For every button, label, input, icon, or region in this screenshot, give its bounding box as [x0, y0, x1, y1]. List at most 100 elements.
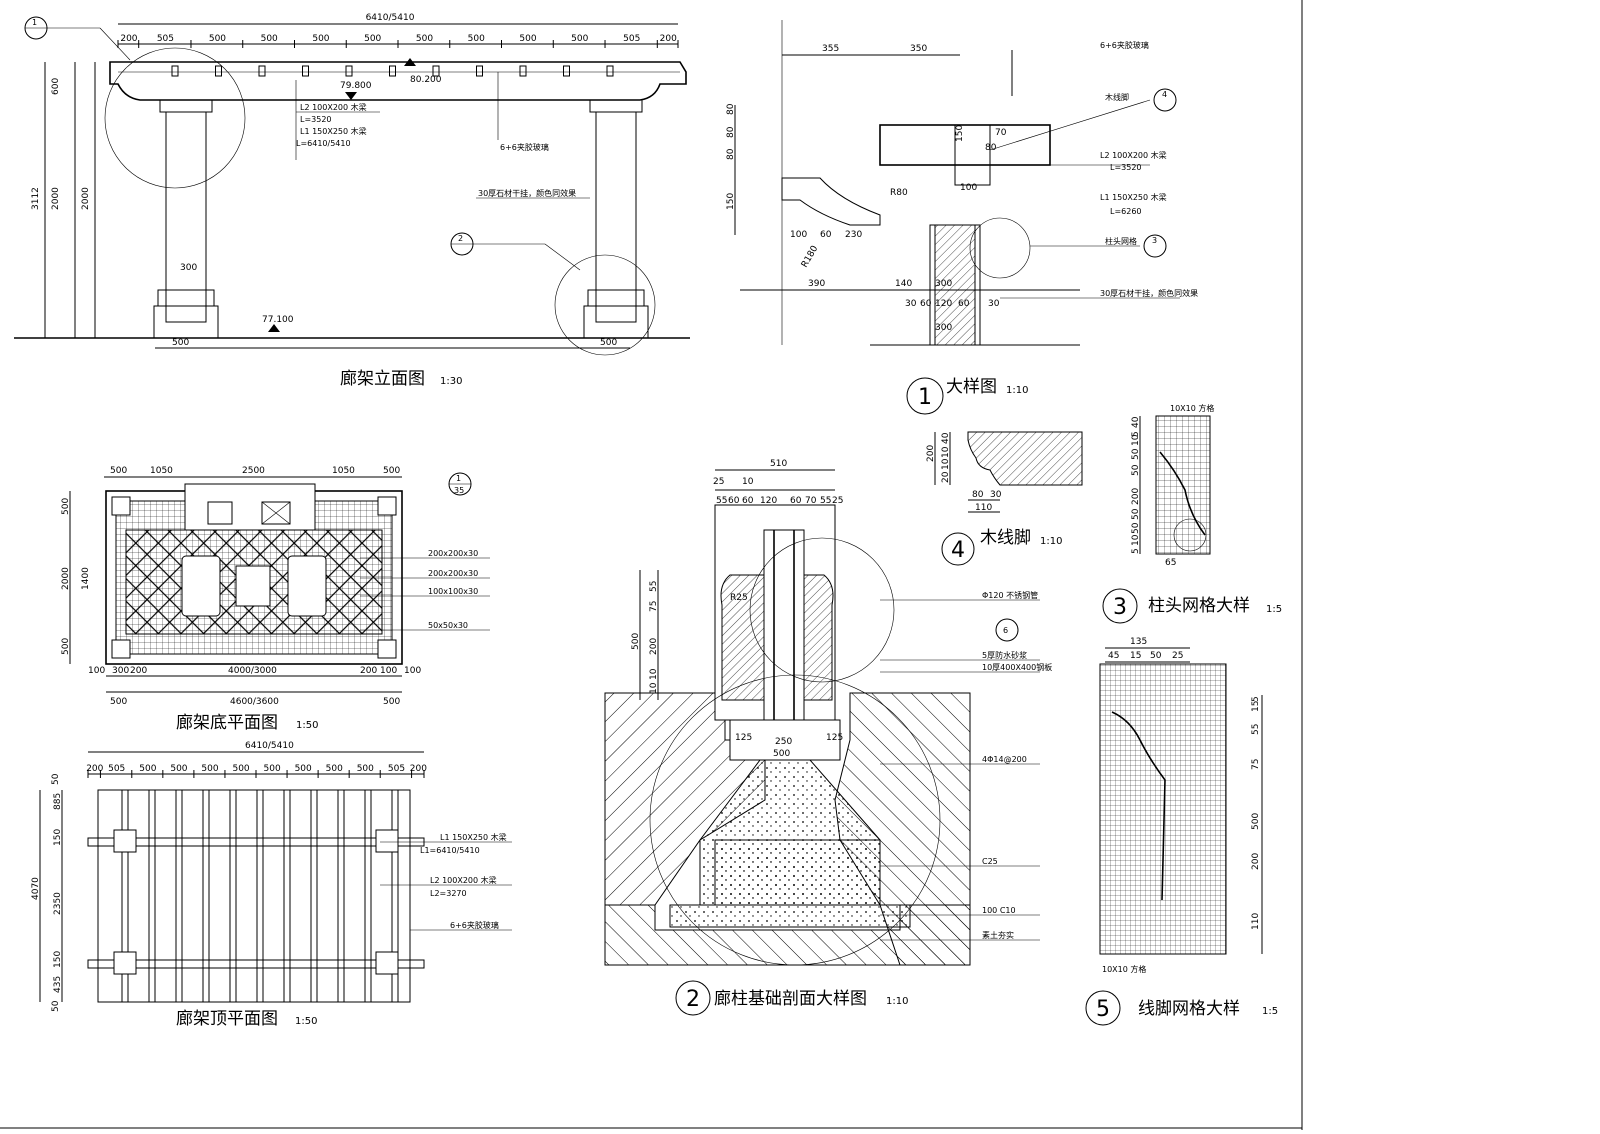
level-beam: 79.800: [340, 81, 372, 91]
plan-top-top-dim: 500: [170, 764, 187, 774]
section2-left-55: 55: [649, 581, 659, 592]
detail3-number: 3: [1113, 595, 1127, 620]
column-width-dim: 300: [180, 263, 197, 273]
plan-callout-num: 1: [456, 474, 461, 483]
detail3-bottom: 65: [1165, 558, 1176, 568]
detail1-scale: 1:10: [1006, 385, 1028, 396]
plan-callout-sub: 35: [454, 486, 464, 495]
detail3-dim: 50: [1131, 508, 1141, 520]
note-l1-len: L=6410/5410: [296, 139, 351, 148]
detail3-dim: 40: [1131, 416, 1141, 428]
detail3-grid-label: 10X10 方格: [1170, 403, 1214, 413]
detail5-right-dim: 55: [1251, 724, 1261, 735]
purlin-block: [563, 65, 570, 77]
section2-callout-6: 6: [1003, 626, 1008, 635]
plan-bottom-dim: 100: [380, 666, 397, 676]
plan-top-left-50: 50: [51, 773, 61, 785]
detail5-title: 线脚网格大样: [1138, 999, 1240, 1019]
elevation-top-dim: 505: [157, 34, 174, 44]
detail3-dim: 10: [1131, 434, 1141, 446]
detail3-dim: 10: [1131, 534, 1141, 546]
detail4-bottom-80: 80: [972, 490, 984, 500]
detail5-grid-label: 10X10 方格: [1102, 964, 1146, 974]
purlin-block: [432, 65, 440, 77]
plan-top-left-2350: 2350: [53, 892, 63, 915]
detail4-number: 4: [951, 538, 965, 563]
section2-sub-dim: 60: [742, 496, 754, 506]
detail1-drawing: 355 350 6+6夹胶玻璃 150 100 70 80 R80 R180 8…: [726, 20, 1198, 346]
purlin-block: [345, 65, 353, 77]
note-l2-len: L=3520: [300, 115, 332, 124]
elevation-top-dim: 500: [209, 34, 226, 44]
section2-notes: Φ120 不锈钢管5厚防水砂浆10厚400X400钢板4Φ14@200C2510…: [880, 590, 1052, 941]
rafter: [256, 789, 264, 1003]
detail3-dim: 50: [1131, 448, 1141, 460]
purlin-block: [215, 65, 222, 77]
rafter: [229, 789, 237, 1003]
detail1-note-wood: 木线脚: [1105, 92, 1129, 102]
detail1-bottom-dim: 60: [820, 230, 832, 240]
plan-bottom-top-dim: 500: [110, 466, 127, 476]
detail3-dim: 50: [1131, 464, 1141, 476]
elevation-top-dim: 500: [261, 34, 278, 44]
plan-bottom-top-dim: 1050: [332, 466, 355, 476]
detail4-left-20: 20: [941, 471, 951, 483]
detail1-r180: R180: [800, 244, 821, 270]
purlin-block: [476, 65, 483, 77]
detail5-scale: 1:5: [1262, 1006, 1278, 1017]
elevation-top-dim: 500: [519, 34, 536, 44]
plan-top-top-dim: 505: [108, 764, 125, 774]
detail4-bottom-110: 110: [975, 503, 992, 513]
section2-scale: 1:10: [886, 996, 908, 1007]
purlin-block: [258, 65, 266, 77]
detail1-bottom-dim: 30: [905, 299, 917, 309]
section2-left-10b: 10: [649, 682, 659, 694]
plan-bottom-scale: 1:50: [296, 720, 318, 731]
purlin-block: [389, 65, 396, 77]
elevation-top-dim: 500: [312, 34, 329, 44]
elevation-top-dim: 500: [416, 34, 433, 44]
detail1-note-l2-len: L=3520: [1110, 163, 1142, 172]
detail5-top-15: 15: [1130, 651, 1141, 661]
detail1-callout-4: 4: [1162, 90, 1167, 99]
plan-top-top-dim: 500: [264, 764, 281, 774]
elevation-overall-dim: 6410/5410: [366, 13, 415, 23]
plan-left-1400: 1400: [81, 567, 91, 590]
section2-sub-dim: 55: [820, 496, 831, 506]
plan-bottom-dim: 200: [360, 666, 377, 676]
detail1-dim-355: 355: [822, 44, 839, 54]
detail5-top-50: 50: [1150, 651, 1162, 661]
detail1-bottom-dim: 390: [808, 279, 825, 289]
plan-top-top-dim: 500: [139, 764, 156, 774]
section2-badge: [675, 980, 711, 1016]
detail1-left-80a: 80: [726, 103, 736, 115]
detail4-left-10: 10: [941, 446, 951, 458]
detail1-title: 大样图: [946, 377, 997, 397]
plan-top-top-dim: 200: [410, 764, 427, 774]
detail1-note-l1-len: L=6260: [1110, 207, 1142, 216]
detail4-scale: 1:10: [1040, 536, 1062, 547]
section2-top-dim: 510: [770, 459, 787, 469]
plan-bottom-overall-dim: 500: [110, 697, 127, 707]
purlin-block: [519, 65, 527, 77]
section2-sub-dim: 60: [728, 496, 740, 506]
section2-dim-250: 250: [775, 737, 792, 747]
rafter: [391, 789, 399, 1003]
elevation-top-dim: 505: [623, 34, 640, 44]
plan-bottom-dim: 300: [112, 666, 129, 676]
plan-bottom-title: 廊架底平面图: [176, 713, 278, 733]
elevation-callout-1: 1: [32, 18, 37, 27]
detail3-scale: 1:5: [1266, 604, 1282, 615]
detail1-bottom-dim: 300: [935, 279, 952, 289]
section2-sub-dim: 25: [832, 496, 843, 506]
detail1-left-80b: 80: [726, 126, 736, 138]
rafter: [337, 789, 345, 1003]
